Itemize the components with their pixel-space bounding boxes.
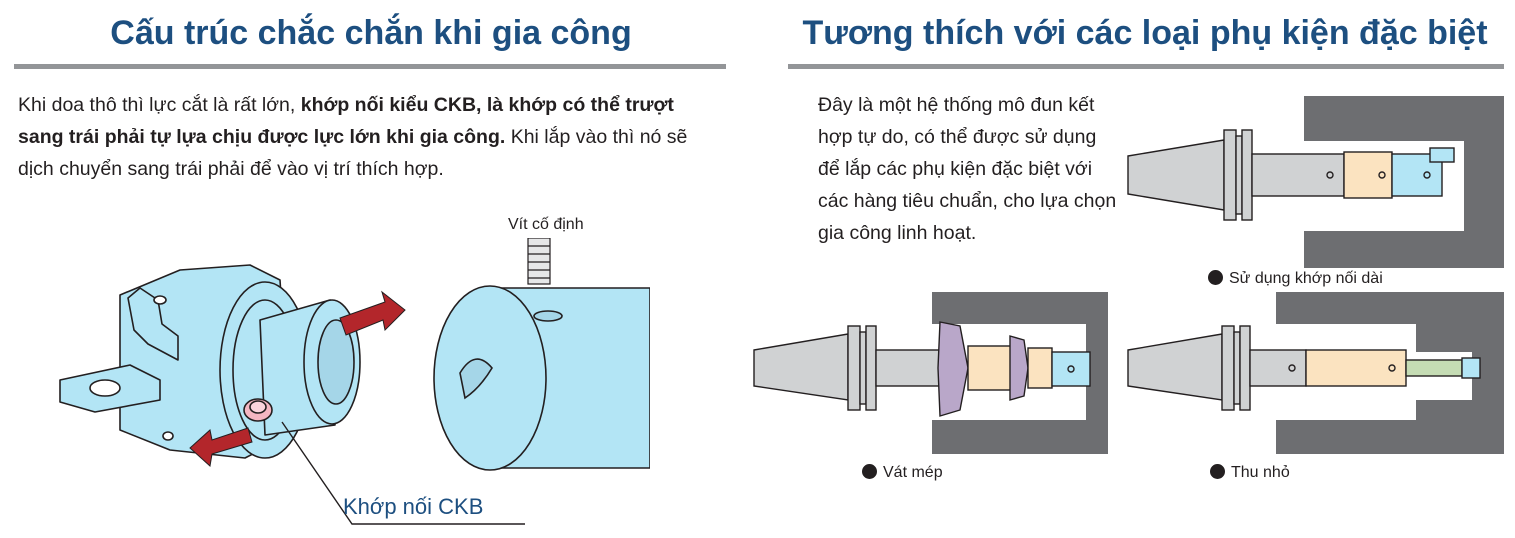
left-heading-rule bbox=[14, 64, 726, 69]
set-screw-label: Vít cố định bbox=[508, 216, 584, 233]
caption-long-coupling: Sử dụng khớp nối dài bbox=[1208, 270, 1383, 288]
left-paragraph-rest: Khi lắp vào thì nó sẽ dịch chuyển sang t… bbox=[18, 126, 688, 180]
right-heading: Tương thích với các loại phụ kiện đặc bi… bbox=[802, 14, 1488, 52]
ckb-label: Khớp nối CKB bbox=[343, 494, 484, 519]
set-screw bbox=[527, 238, 551, 285]
receiver-face bbox=[433, 285, 547, 471]
caption-chamfer: Vát mép bbox=[862, 464, 943, 482]
bullet-dot-icon bbox=[862, 464, 877, 479]
caption-reduce-text: Thu nhỏ bbox=[1231, 464, 1290, 481]
chamfer-clamp-large bbox=[937, 321, 969, 417]
bullet-dot-icon bbox=[1208, 270, 1223, 285]
ckb-leader-line bbox=[281, 421, 525, 525]
left-paragraph-intro: Khi doa thô thì lực cắt là rất lớn, bbox=[18, 94, 301, 116]
caption-long-coupling-text: Sử dụng khớp nối dài bbox=[1229, 270, 1383, 287]
coupling-claw bbox=[127, 287, 179, 361]
caption-reduce: Thu nhỏ bbox=[1210, 464, 1290, 482]
red-arrow-icon bbox=[189, 427, 253, 467]
left-heading: Cấu trúc chắc chắn khi gia công bbox=[110, 14, 632, 52]
bullet-dot-icon bbox=[1210, 464, 1225, 479]
reduce-diagram bbox=[1127, 292, 1504, 454]
right-heading-rule bbox=[788, 64, 1504, 69]
caption-chamfer-text: Vát mép bbox=[883, 464, 943, 481]
ckb-coupling-illustration bbox=[59, 264, 406, 467]
left-paragraph: Khi doa thô thì lực cắt là rất lớn, khớp… bbox=[18, 89, 718, 185]
chamfer-clamp-small bbox=[1009, 335, 1029, 401]
receiver-illustration bbox=[433, 238, 650, 471]
chamfer-diagram bbox=[753, 292, 1108, 454]
left-paragraph-bold: khớp nối kiểu CKB, là khớp có thể trượt … bbox=[18, 94, 674, 148]
red-arrow-icon bbox=[339, 290, 406, 336]
right-paragraph: Đây là một hệ thống mô đun kết hợp tự do… bbox=[818, 94, 1117, 244]
long-coupling-diagram bbox=[1127, 96, 1504, 268]
